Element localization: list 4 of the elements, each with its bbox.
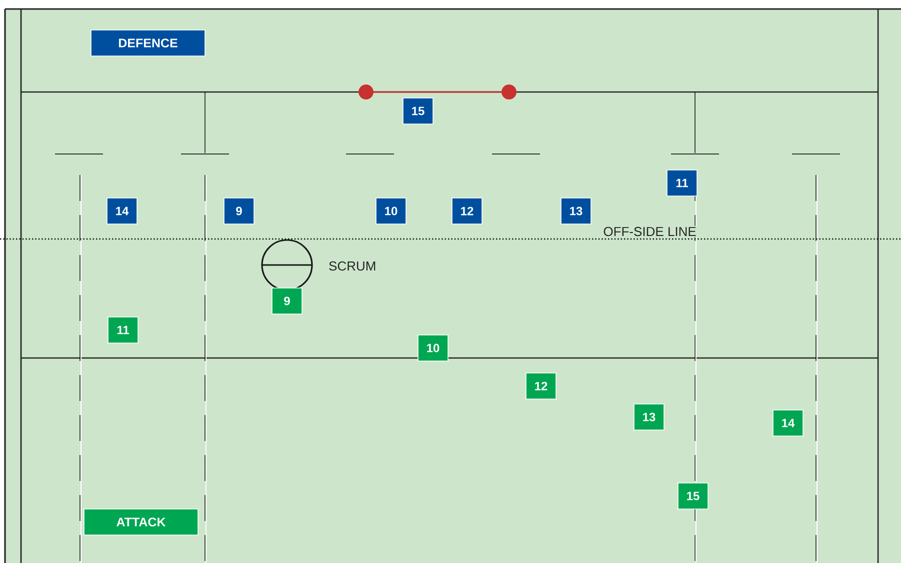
team-label: ATTACK — [84, 508, 198, 536]
off-side-label: OFF-SIDE LINE — [602, 226, 698, 238]
scrum-label: SCRUM — [329, 261, 376, 271]
team-label: DEFENCE — [90, 30, 206, 56]
